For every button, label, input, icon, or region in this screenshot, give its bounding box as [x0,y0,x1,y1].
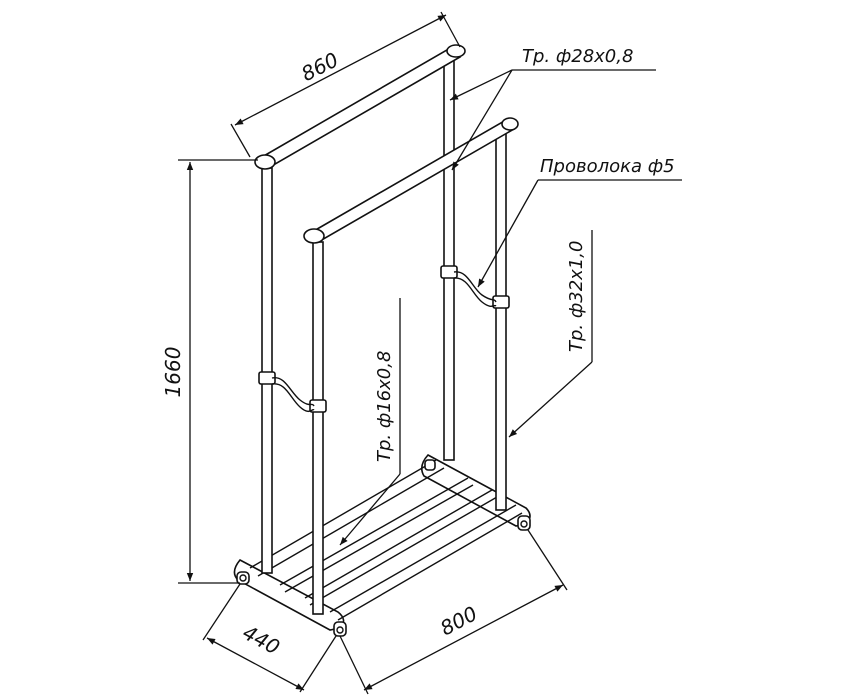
dimension-depth-label: 440 [239,620,284,659]
callout-inner-tube-label: Тр. ф16х0,8 [374,351,395,462]
callout-top-bar-tube: Тр. ф28х0,8 [449,46,656,171]
wheel-back-right [517,515,531,531]
wheel-front-left [236,571,250,585]
dimension-height-label: 1660 [161,347,185,398]
wire-connector-right [440,265,510,309]
dimension-base-width: 800 [339,529,568,695]
dimension-height: 1660 [161,159,258,584]
rack-base [233,453,531,637]
wheel-front-right [333,621,347,637]
callout-inner-tube: Тр. ф16х0,8 [339,298,401,546]
top-bar-lower [303,117,519,244]
wire-connector-left [258,371,327,413]
callout-top-bar-tube-label: Тр. ф28х0,8 [522,46,633,67]
wheel-back-left [424,459,436,471]
callout-upright-tube: Тр. ф32х1,0 [508,230,593,438]
callout-upright-tube-label: Тр. ф32х1,0 [566,241,587,352]
dimension-top-width: 860 [230,11,461,158]
top-bar-upper [254,44,466,170]
callout-wire: Проволока ф5 [477,156,682,288]
callout-wire-label: Проволока ф5 [540,156,675,177]
dimension-base-width-label: 800 [436,601,481,640]
